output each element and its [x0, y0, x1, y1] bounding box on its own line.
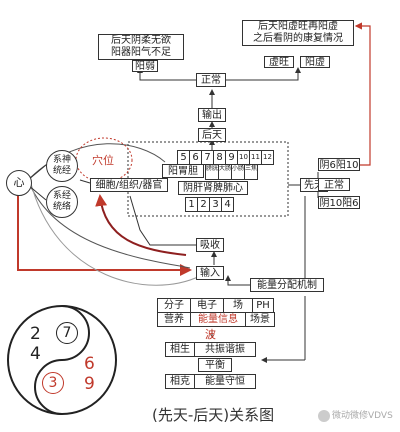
taiji-number: 2	[30, 324, 41, 344]
top-right-box: 后天阳虚旺再阳虚 之后看阴的康复情况	[242, 20, 354, 46]
yang-weak-label: 阳弱	[132, 60, 158, 72]
yang-sub-cell: 大肠	[218, 164, 233, 180]
absorb-box: 吸收	[196, 238, 224, 252]
houtian-box: 后天	[198, 128, 226, 142]
table-cell: 能量守恒	[194, 374, 256, 389]
acupoint-label: 穴位	[92, 154, 114, 167]
right-stack-item: 阴6阳10	[318, 158, 360, 171]
watermark: 微动微修VDVS	[318, 408, 393, 422]
yang-sub-row: 膀胱大肠小肠三焦	[205, 164, 259, 183]
taiji-red-number: 6	[84, 354, 95, 374]
top-left-box: 后天阴柔无欲 阳器阳气不足	[98, 34, 184, 60]
taiji-circled-number: 7	[56, 322, 78, 344]
deficiency-excess-label: 虚旺	[264, 56, 294, 68]
yin-cell: 4	[221, 197, 234, 212]
right-stack-item: 正常	[318, 178, 350, 191]
table-cell: 相克	[165, 374, 195, 389]
meridian-system-circle: 系经 统络	[46, 186, 78, 218]
energy-distribution-box: 能量分配机制	[250, 278, 324, 292]
yang-sub-cell: 三焦	[244, 164, 259, 180]
yang-cell: 12	[261, 150, 274, 165]
input-box: 输入	[196, 266, 224, 280]
table-cell: 分子	[157, 298, 191, 313]
wechat-icon	[318, 409, 330, 422]
yang-organ-label: 阳胃胆	[162, 164, 204, 178]
conservation-row: 相克能量守恒	[165, 374, 256, 393]
wave-label: 波	[205, 328, 216, 341]
diagram-caption: (先天-后天)关系图	[152, 406, 275, 424]
table-cell: 能量信息	[190, 312, 246, 327]
output-box: 输出	[198, 108, 226, 122]
table-cell: 电子	[190, 298, 224, 313]
resonance-row: 相生共振谐振	[165, 342, 256, 361]
heart-circle: 心	[6, 170, 32, 196]
yang-sub-cell: 小肠	[231, 164, 246, 180]
cell-tissue-organ-box: 细胞/组织/器官	[90, 178, 168, 192]
taiji-red-circled-number: 3	[42, 372, 64, 394]
taiji-number: 4	[30, 344, 41, 364]
table-cell: 相生	[165, 342, 195, 357]
table-cell: 场	[223, 298, 253, 313]
table-cell: 共振谐振	[194, 342, 256, 357]
yang-deficiency-label: 阳虚	[300, 56, 330, 68]
yang-sub-cell: 膀胱	[205, 164, 220, 180]
right-stack-item: 阴10阳6	[318, 196, 360, 209]
yin-organ-label: 阴肝肾脾肺心	[178, 181, 248, 195]
nervous-system-circle: 系神 统经	[46, 150, 78, 182]
table-cell: 营养	[157, 312, 191, 327]
taiji-red-number: 9	[84, 374, 95, 394]
balance-box: 平衡	[198, 358, 232, 372]
table-row-2: 营养能量信息场景	[157, 312, 275, 331]
normal-top-box: 正常	[196, 73, 226, 87]
table-cell: PH	[252, 298, 274, 313]
table-cell: 场景	[245, 312, 275, 327]
